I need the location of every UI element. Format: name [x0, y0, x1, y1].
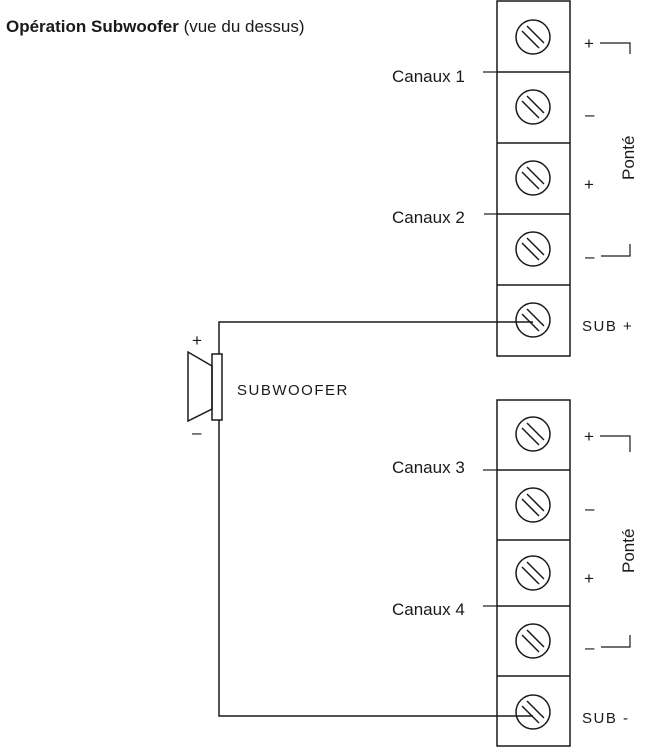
screw-terminal-icon	[515, 231, 551, 267]
screw-terminal-icon	[515, 694, 551, 730]
title-normal: (vue du dessus)	[179, 17, 305, 36]
upper-plus-1: +	[584, 34, 594, 53]
screw-terminal-icon	[515, 302, 551, 338]
screw-terminal-icon	[515, 19, 551, 55]
speaker-minus-label: –	[192, 423, 202, 442]
lower-plus-1: +	[584, 427, 594, 446]
sub-plus-wire	[218, 321, 533, 354]
title-bold: Opération Subwoofer	[6, 17, 179, 36]
speaker-icon	[187, 350, 223, 423]
screw-terminal-icon	[515, 623, 551, 659]
channel-2-label: Canaux 2	[392, 208, 465, 227]
screw-terminal-icon	[515, 555, 551, 591]
channel-3-label: Canaux 3	[392, 458, 465, 477]
screw-terminal-icon	[515, 89, 551, 125]
speaker-label: SUBWOOFER	[237, 382, 349, 399]
sub-minus-label: SUB -	[582, 710, 630, 727]
lower-minus-2: –	[585, 638, 595, 657]
lower-bridge-top-bracket	[600, 435, 631, 452]
upper-bridge-label: Ponté	[619, 136, 638, 180]
lower-bridge-bottom-bracket	[601, 635, 631, 648]
sub-plus-label: SUB +	[582, 318, 633, 335]
upper-bridge-top-bracket	[600, 42, 631, 54]
upper-minus-2: –	[585, 247, 595, 266]
lower-plus-2: +	[584, 569, 594, 588]
channel-4-label: Canaux 4	[392, 600, 465, 619]
diagram-title: Opération Subwoofer (vue du dessus)	[6, 17, 305, 36]
screw-terminal-icon	[515, 416, 551, 452]
terminal-block-lower	[496, 399, 571, 747]
terminal-block-upper	[496, 0, 571, 357]
upper-plus-2: +	[584, 175, 594, 194]
upper-minus-1: –	[585, 105, 595, 124]
screw-terminal-icon	[515, 487, 551, 523]
screw-terminal-icon	[515, 160, 551, 196]
sub-minus-wire	[218, 420, 533, 717]
upper-bridge-bottom-bracket	[601, 244, 631, 257]
lower-bridge-label: Ponté	[619, 529, 638, 573]
lower-minus-1: –	[585, 499, 595, 518]
channel-1-label: Canaux 1	[392, 67, 465, 86]
speaker-plus-label: +	[192, 331, 202, 350]
